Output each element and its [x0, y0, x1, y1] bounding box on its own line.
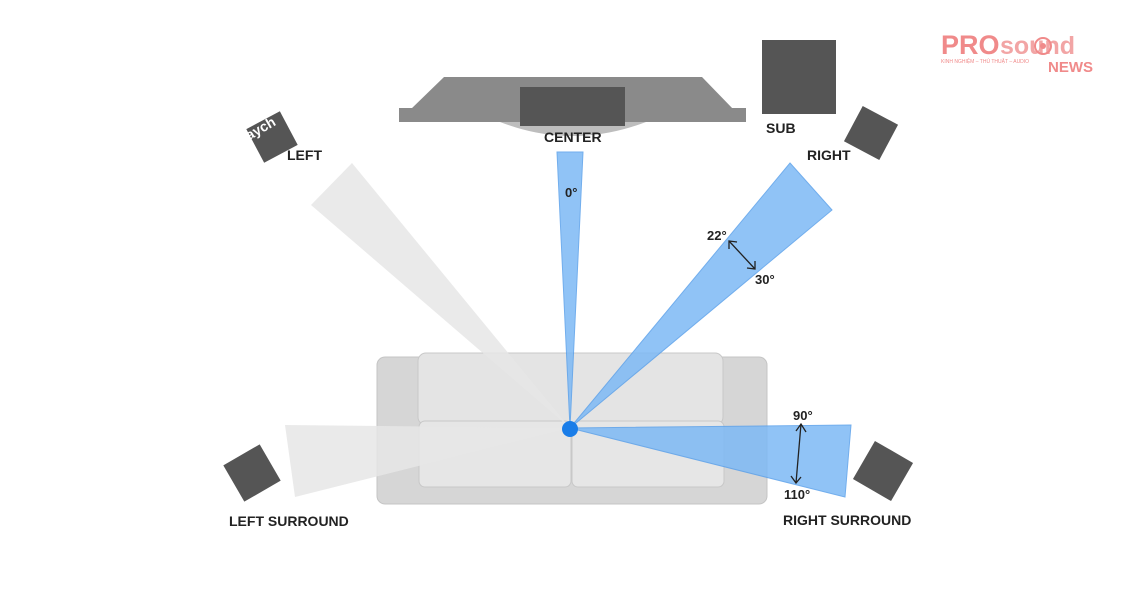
right-surround-label: RIGHT SURROUND	[783, 512, 911, 528]
right-beam	[569, 162, 833, 429]
front-min-angle-label: 22°	[707, 228, 727, 243]
left-surround-speaker	[223, 444, 281, 502]
center-speaker	[520, 87, 625, 126]
sub-speaker	[762, 40, 836, 114]
surround-max-angle-label: 110°	[784, 487, 810, 502]
left-surround-label: LEFT SURROUND	[229, 513, 349, 529]
surround-angle-arrow	[790, 422, 807, 485]
logo-speaker-icon	[1034, 37, 1052, 55]
front-angle-arrow	[728, 240, 756, 270]
right-label: RIGHT	[807, 147, 851, 163]
tv-unit	[399, 77, 746, 136]
right-speaker	[843, 105, 899, 161]
logo-speaker-icon-core	[1040, 43, 1046, 49]
left-surround-beam	[285, 425, 570, 497]
logo-tagline: KINH NGHIỆM – THỦ THUẬT – AUDIO	[941, 57, 1029, 65]
center-label: CENTER	[544, 129, 602, 145]
right-surround-speaker	[852, 440, 914, 502]
right-surround-beam	[569, 424, 852, 498]
surround-min-angle-label: 90°	[793, 408, 813, 423]
left-speaker	[246, 111, 298, 163]
logo-pro-text: PRO	[941, 30, 1000, 60]
left-label: LEFT	[287, 147, 322, 163]
front-max-angle-label: 30°	[755, 272, 775, 287]
center-beam	[556, 151, 584, 429]
logo-sound-text: sound	[1000, 32, 1075, 60]
prosound-logo: PRO sound NEWS KINH NGHIỆM – THỦ THUẬT –…	[941, 30, 1093, 76]
center-angle-label: 0°	[565, 185, 577, 200]
listener-position	[562, 421, 578, 437]
sub-label: SUB	[766, 120, 796, 136]
logo-news-text: NEWS	[1048, 59, 1093, 76]
left-beam	[311, 163, 570, 428]
